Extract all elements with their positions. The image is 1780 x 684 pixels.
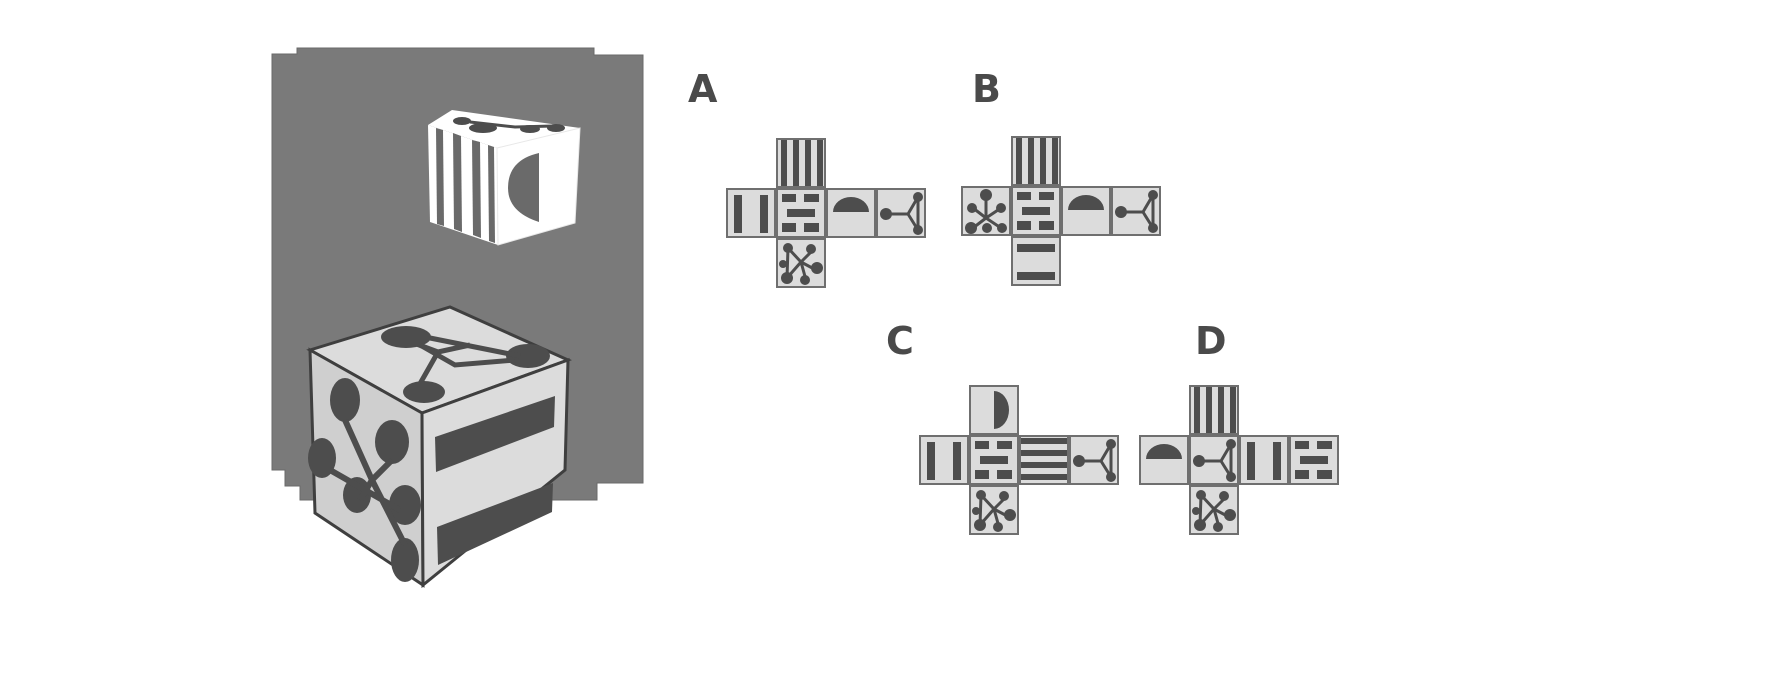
- option-b-label: B: [972, 67, 1001, 111]
- net-cell-top: [969, 385, 1019, 435]
- net-cell-row-4: [1289, 435, 1339, 485]
- net-cell-row-2: [969, 435, 1019, 485]
- triangle-network-icon: [1113, 188, 1159, 234]
- triangle-network-icon: [1191, 437, 1237, 483]
- net-cell-top: [1189, 385, 1239, 435]
- half-disc-icon: [828, 190, 874, 236]
- net-cell-row-3: [826, 188, 876, 238]
- half-disc-icon: [971, 387, 1017, 433]
- net-cell-bottom: [776, 238, 826, 288]
- net-cell-row-4: [1069, 435, 1119, 485]
- net-cell-bottom: [1189, 485, 1239, 535]
- net-cell-row-3: [1239, 435, 1289, 485]
- half-disc-icon: [1141, 437, 1187, 483]
- vertical-stripes-icon: [436, 128, 495, 243]
- triangle-network-icon: [1071, 437, 1117, 483]
- option-d-label: D: [1195, 319, 1227, 363]
- flower-network-icon: [963, 188, 1009, 234]
- flower-network-icon: [1191, 487, 1237, 533]
- net-cell-bottom: [1011, 236, 1061, 286]
- net-cell-row-2: [1189, 435, 1239, 485]
- flower-network-icon: [971, 487, 1017, 533]
- two-vertical-bars-icon: [728, 190, 774, 236]
- net-cell-row-2: [1011, 186, 1061, 236]
- net-cell-row-2: [776, 188, 826, 238]
- two-vertical-bars-icon: [1241, 437, 1287, 483]
- net-cell-row-1: [726, 188, 776, 238]
- half-disc-icon: [1063, 188, 1109, 234]
- net-cell-row-1: [1139, 435, 1189, 485]
- triangle-network-icon: [878, 190, 924, 236]
- flower-network-icon: [308, 378, 421, 582]
- two-horizontal-bars-icon: [435, 396, 555, 565]
- option-a-label: A: [688, 67, 718, 111]
- two-horizontal-bars-icon: [1013, 238, 1059, 284]
- option-c-label: C: [886, 319, 914, 363]
- brick-pattern-icon: [778, 190, 824, 236]
- net-cell-bottom: [969, 485, 1019, 535]
- net-cell-row-1: [919, 435, 969, 485]
- net-cell-top: [1011, 136, 1061, 186]
- two-vertical-bars-icon: [921, 437, 967, 483]
- vertical-stripes-icon: [778, 140, 824, 186]
- brick-pattern-icon: [971, 437, 1017, 483]
- half-disc-icon: [508, 153, 539, 222]
- brick-pattern-icon: [1291, 437, 1337, 483]
- small-reference-cube: [428, 110, 581, 246]
- net-cell-row-3: [1019, 435, 1069, 485]
- triangle-network-icon: [381, 326, 550, 403]
- vertical-stripes-icon: [1191, 387, 1237, 433]
- large-reference-cube: [306, 305, 572, 589]
- net-cell-row-4: [1111, 186, 1161, 236]
- vertical-stripes-icon: [1013, 138, 1059, 184]
- flower-network-icon: [778, 240, 824, 286]
- net-cell-top: [776, 138, 826, 188]
- triangle-network-icon: [453, 117, 565, 133]
- net-cell-row-1: [961, 186, 1011, 236]
- net-cell-row-4: [876, 188, 926, 238]
- brick-pattern-icon: [1013, 188, 1059, 234]
- horizontal-stripes-icon: [1021, 437, 1067, 483]
- net-cell-row-3: [1061, 186, 1111, 236]
